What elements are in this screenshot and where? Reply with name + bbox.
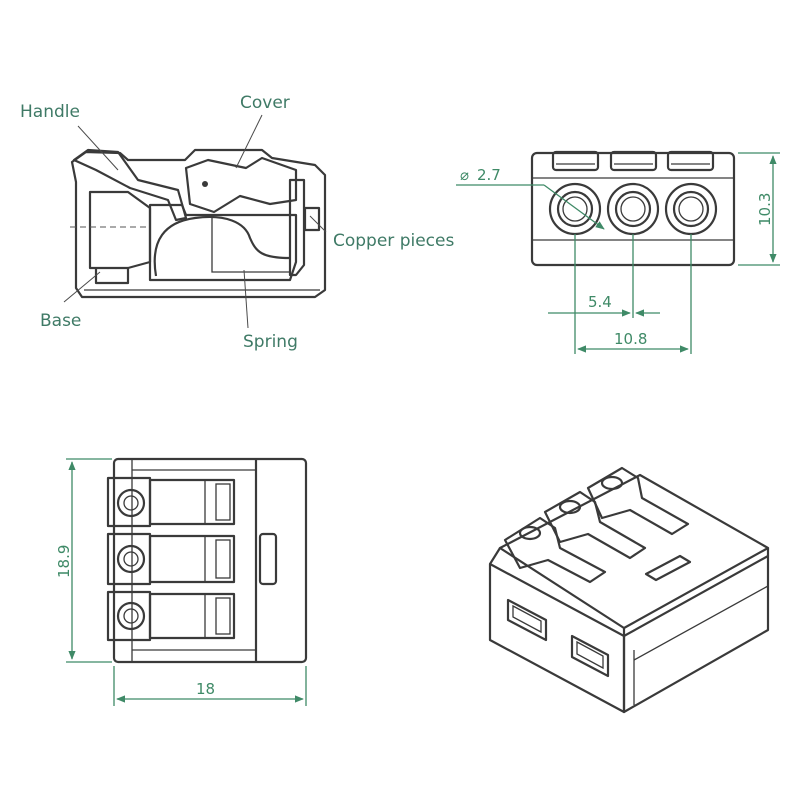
handle-leader — [77, 125, 119, 171]
wire-hole-inner — [672, 190, 710, 228]
label-cover: Cover — [240, 93, 290, 113]
iso-bevel — [489, 547, 770, 636]
top-levers — [106, 476, 236, 642]
pitch-value: 5.4 — [588, 293, 612, 311]
diameter-dimension: ⌀ 2.7 — [456, 166, 605, 230]
isometric-view — [488, 466, 770, 714]
iso-test-port — [644, 554, 692, 582]
pitch-dimension: 5.4 — [548, 234, 660, 354]
wire-hole-inner — [614, 190, 652, 228]
front-view: ⌀ 2.7 10.3 5.4 10.8 — [456, 150, 780, 354]
label-base: Base — [40, 311, 81, 331]
copper-tab — [303, 206, 321, 232]
label-spring: Spring — [243, 332, 298, 352]
span-dimension: 10.8 — [577, 234, 692, 354]
iso-right-band — [633, 585, 769, 661]
iso-wire-slot-inner — [576, 640, 604, 670]
spring-leader — [243, 269, 249, 329]
diameter-value: 2.7 — [477, 166, 501, 184]
iso-left-face — [488, 562, 626, 714]
spring-wire — [153, 215, 291, 277]
cover-detail — [184, 156, 298, 214]
wire-hole-core — [562, 196, 588, 222]
front-tabs — [551, 150, 715, 172]
test-port — [258, 532, 278, 586]
iso-wire-slot-inner — [512, 604, 542, 634]
section-view: Handle Cover Copper pieces Base Spring — [20, 93, 454, 352]
spring-cavity — [148, 203, 298, 282]
inner-cavity — [88, 190, 152, 270]
base-leader — [63, 271, 101, 303]
copper-piece — [288, 178, 306, 277]
handle-lever — [72, 148, 188, 222]
iso-levers — [503, 466, 690, 584]
wire-holes — [548, 182, 718, 236]
cover-leader — [235, 114, 263, 169]
base-foot — [94, 268, 130, 285]
span-value: 10.8 — [614, 330, 647, 348]
iso-top-face — [498, 473, 770, 630]
height-value: 10.3 — [756, 193, 774, 226]
spring-seat — [211, 215, 290, 273]
height-dimension: 10.3 — [738, 152, 780, 266]
copper-leader — [309, 215, 327, 233]
width-dimension: 18 — [113, 666, 307, 706]
wire-hole-inner — [556, 190, 594, 228]
wire-hole-core — [620, 196, 646, 222]
depth-value: 18.9 — [55, 545, 73, 578]
depth-dimension: 18.9 — [55, 458, 112, 663]
top-body — [112, 457, 308, 664]
wire-hole-core — [678, 196, 704, 222]
label-copper-pieces: Copper pieces — [333, 231, 454, 251]
top-view: 18.9 18 — [55, 457, 308, 706]
diameter-symbol: ⌀ — [460, 166, 469, 184]
pivot-point — [202, 181, 208, 187]
iso-right-face — [622, 554, 770, 714]
iso-wire-slot — [570, 634, 610, 678]
iso-wire-slot — [506, 598, 548, 642]
label-handle: Handle — [20, 102, 80, 122]
housing-section — [70, 148, 327, 299]
width-value: 18 — [196, 680, 215, 698]
